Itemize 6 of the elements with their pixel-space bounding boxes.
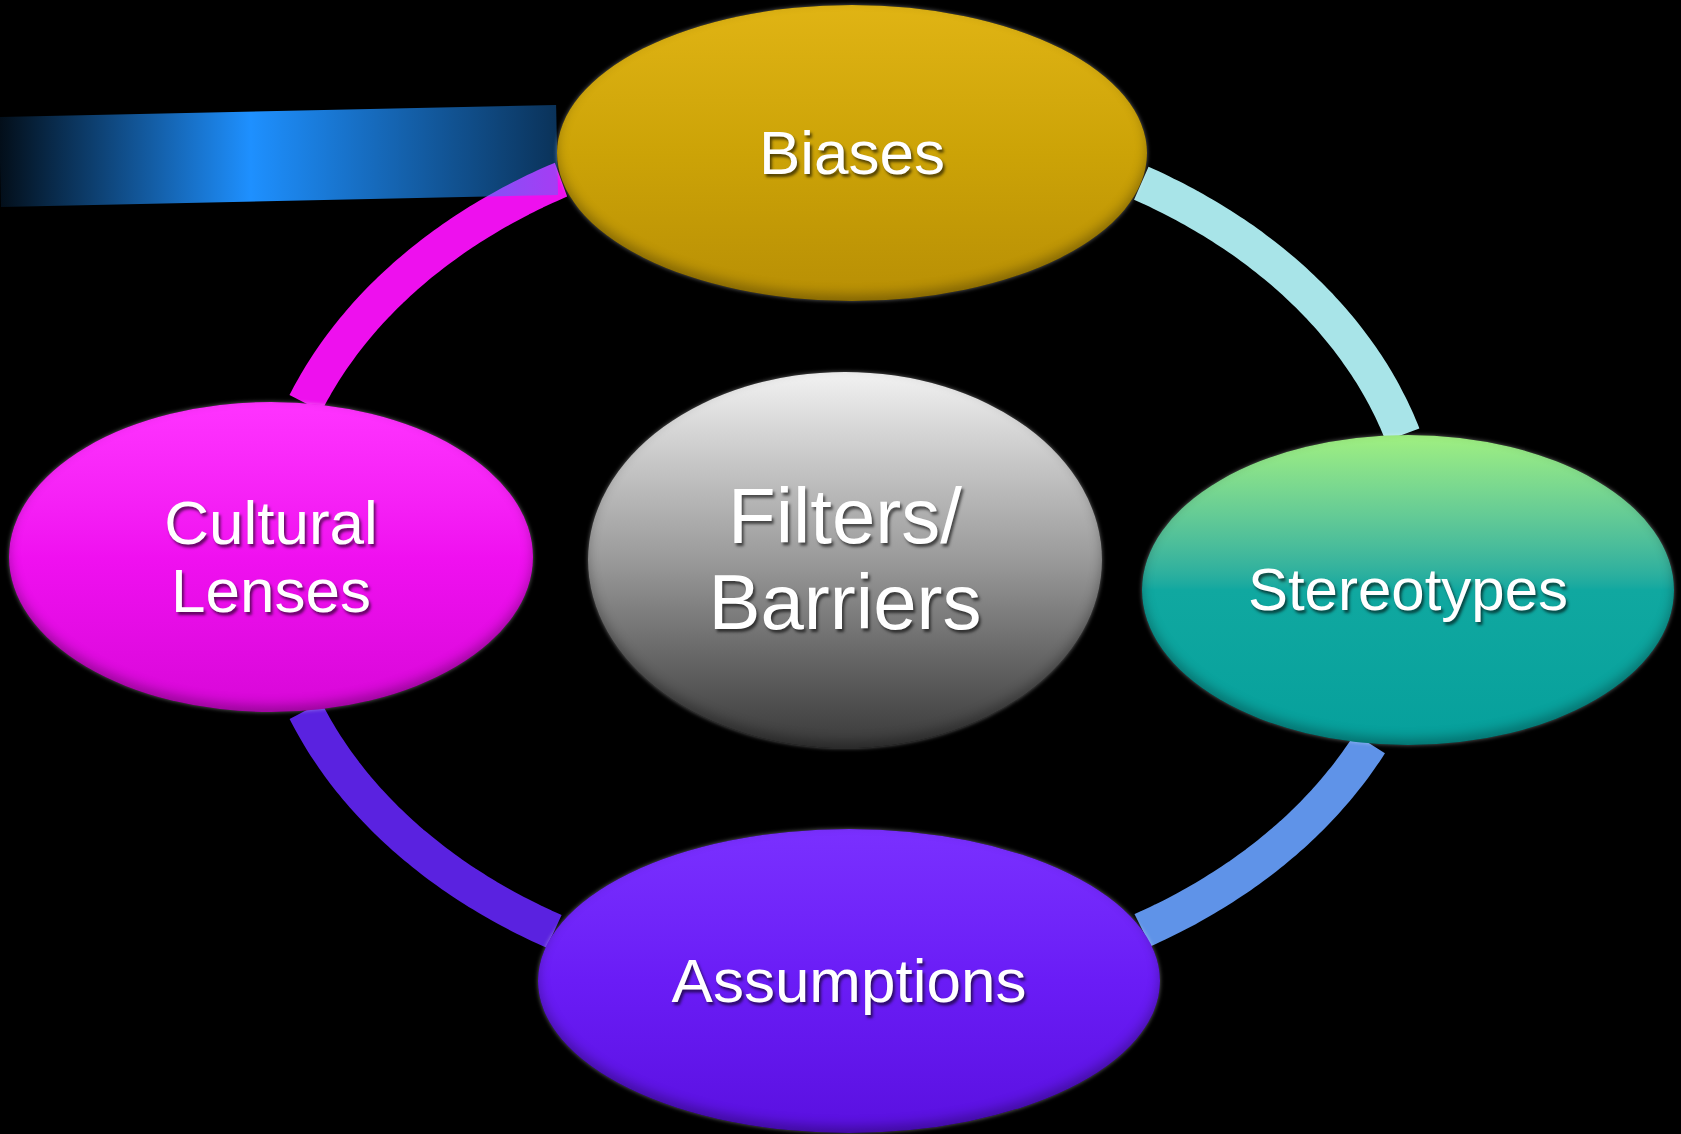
node-label: Cultural Lenses	[163, 488, 379, 626]
node-label: Biases	[757, 118, 947, 188]
band-connector	[0, 105, 559, 207]
node-label: Stereotypes	[1246, 557, 1570, 623]
node-label: Filters/ Barriers	[707, 474, 983, 646]
node-label: Assumptions	[670, 946, 1028, 1016]
